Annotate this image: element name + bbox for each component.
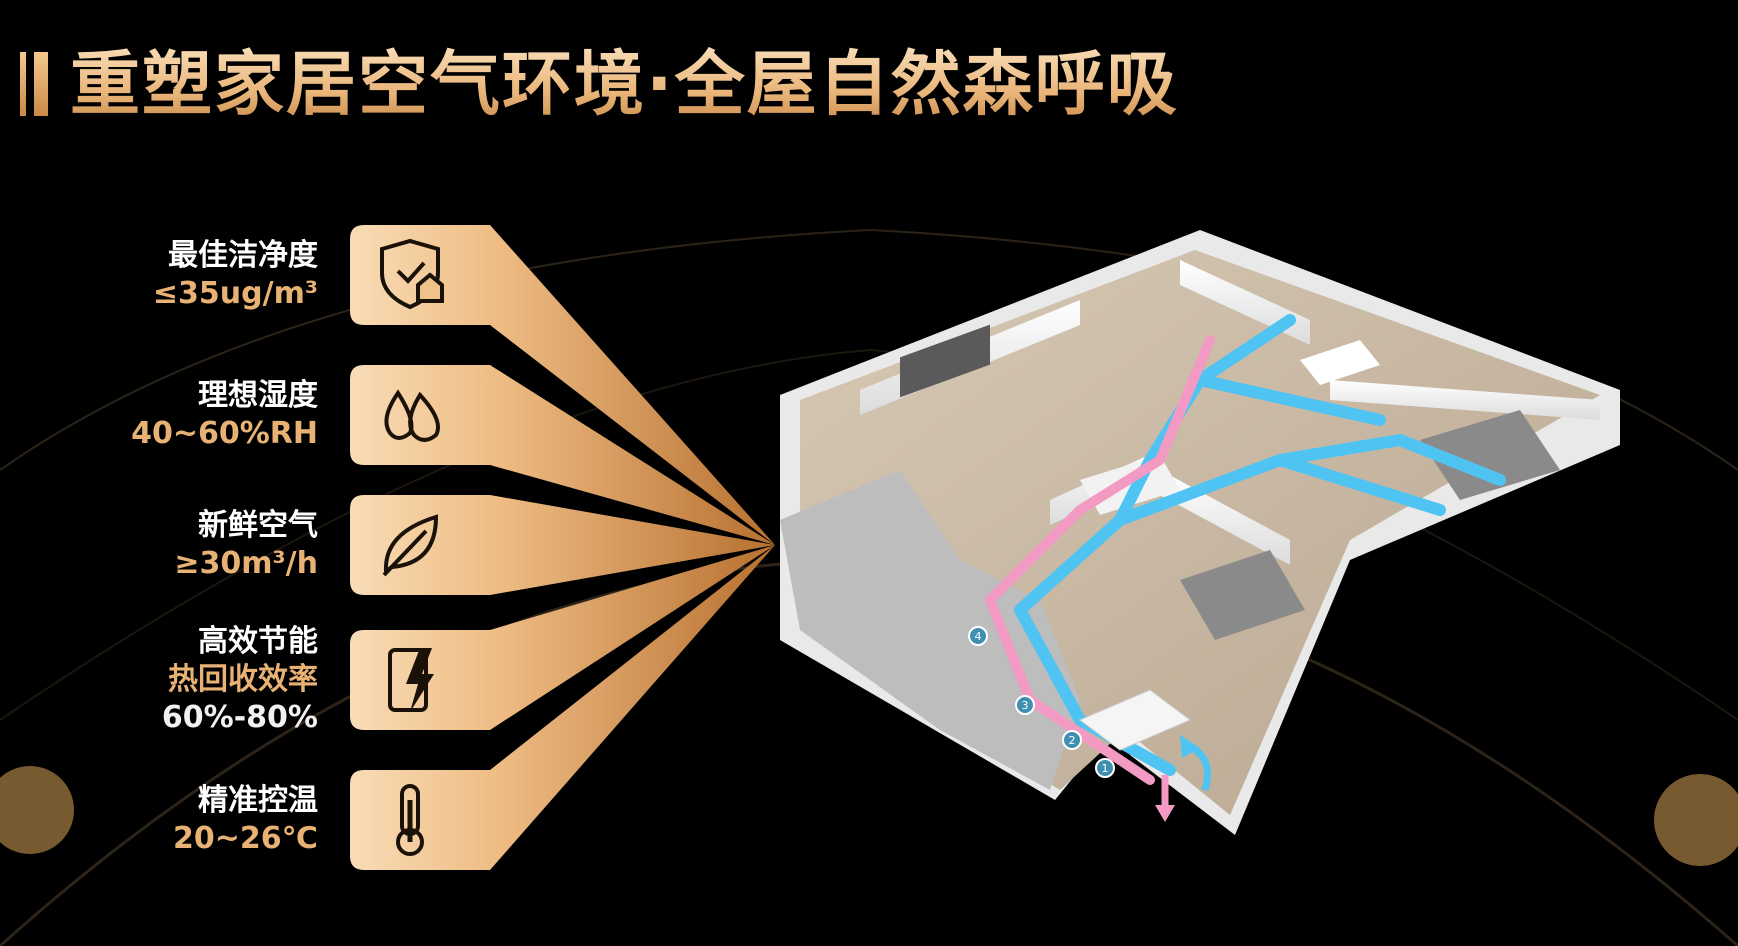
shield-home-check-icon xyxy=(380,238,444,310)
feature-value: 热回收效率 xyxy=(168,662,318,697)
floorplan-marker-1: 1 xyxy=(1095,758,1115,778)
thermometer-icon xyxy=(396,784,424,856)
bed-main xyxy=(1420,410,1560,500)
water-drops-icon xyxy=(384,389,440,442)
page-title: 重塑家居空气环境·全屋自然森呼吸 xyxy=(70,40,1179,128)
feature-value: 40~60%RH xyxy=(131,416,318,451)
bedroom-wall xyxy=(1330,380,1600,420)
bathtub xyxy=(1300,340,1380,385)
feature-value: ≤35ug/m³ xyxy=(152,276,318,311)
feature-ray-1 xyxy=(350,225,775,545)
feature-value: ≥30m³/h xyxy=(174,546,318,581)
feature-name: 高效节能 xyxy=(198,624,318,659)
title-accent-bar xyxy=(20,52,48,116)
feature-ray-4 xyxy=(350,545,775,730)
feature-name: 最佳洁净度 xyxy=(168,238,318,273)
feature-value: 20~26℃ xyxy=(173,821,318,856)
feature-name: 理想湿度 xyxy=(198,378,318,413)
floorplan-marker-3: 3 xyxy=(1015,695,1035,715)
feature-label-1: 最佳洁净度≤35ug/m³ xyxy=(153,237,318,313)
marker-number: 4 xyxy=(975,630,982,643)
bed-second xyxy=(1180,550,1305,640)
fresh-air-arrowhead-icon xyxy=(1180,735,1200,758)
balcony-floor xyxy=(780,470,1080,790)
leaf-icon xyxy=(382,514,439,577)
exhaust-duct xyxy=(985,335,1215,785)
phone-lightning-icon xyxy=(388,648,434,712)
air-exchange-unit xyxy=(1079,689,1191,751)
feature-value: 60%-80% xyxy=(161,700,318,735)
feature-name: 新鲜空气 xyxy=(198,508,318,543)
feature-ray-2 xyxy=(350,365,775,545)
floorplan-marker-2: 2 xyxy=(1062,730,1082,750)
marker-number: 1 xyxy=(1102,762,1109,775)
kitchen-counter xyxy=(900,324,990,398)
feature-name: 精准控温 xyxy=(198,783,318,818)
marker-number: 2 xyxy=(1069,734,1076,747)
floorplan-marker-4: 4 xyxy=(968,626,988,646)
feature-ray-3 xyxy=(350,495,775,595)
feature-ray-5 xyxy=(350,545,775,870)
exhaust-arrowhead-icon xyxy=(1155,805,1175,822)
marker-number: 3 xyxy=(1022,699,1029,712)
feature-label-3: 新鲜空气≥30m³/h xyxy=(174,507,318,583)
